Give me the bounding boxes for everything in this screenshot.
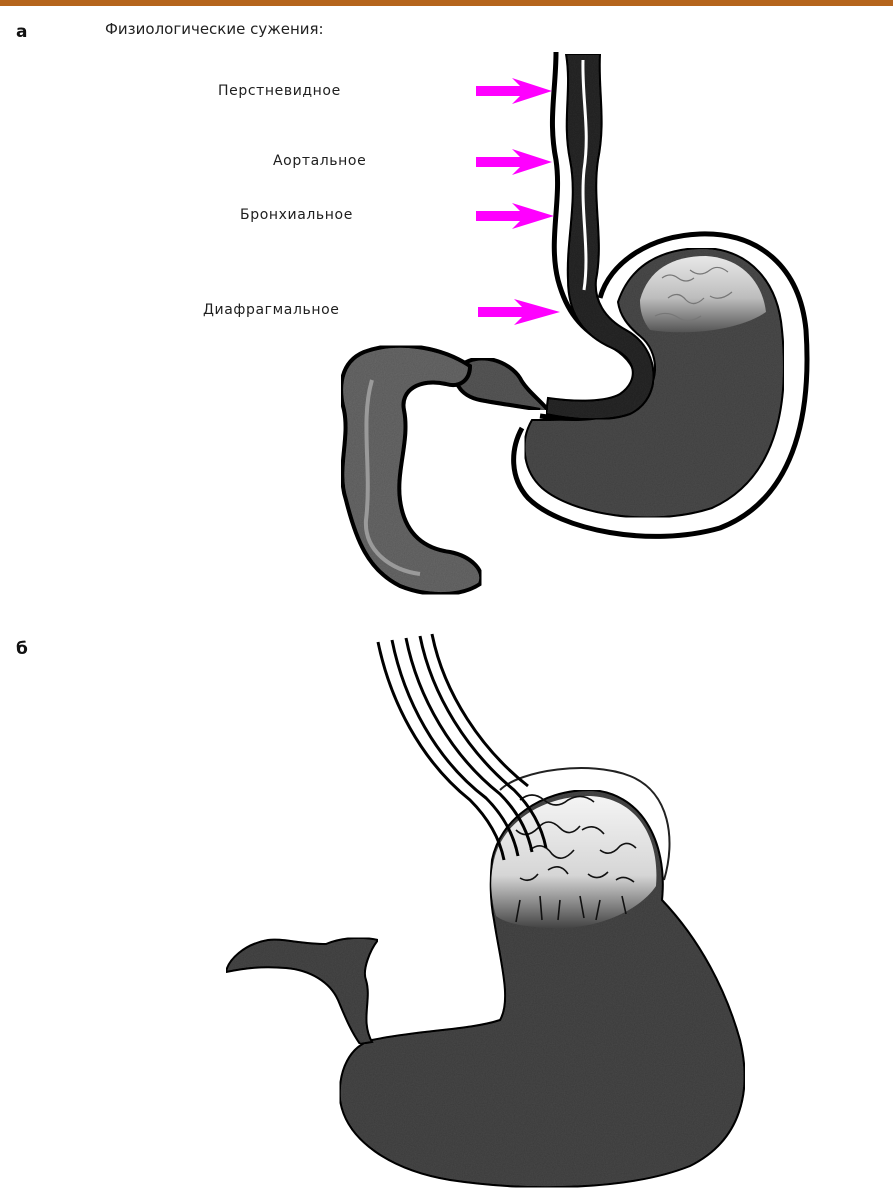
intestine-loop-a bbox=[341, 346, 481, 594]
constriction-arrows bbox=[476, 78, 560, 325]
duodenum-b bbox=[226, 938, 378, 1044]
esophagus-stomach-diagram-b bbox=[226, 634, 745, 1187]
arrow-aortic bbox=[476, 149, 552, 175]
esophagus-stomach-diagram-a bbox=[341, 52, 807, 594]
esophagus-tube-a bbox=[546, 54, 654, 419]
arrow-bronchial bbox=[476, 203, 554, 229]
arrow-cricoid bbox=[476, 78, 552, 104]
arrow-diaphragmatic bbox=[478, 299, 560, 325]
